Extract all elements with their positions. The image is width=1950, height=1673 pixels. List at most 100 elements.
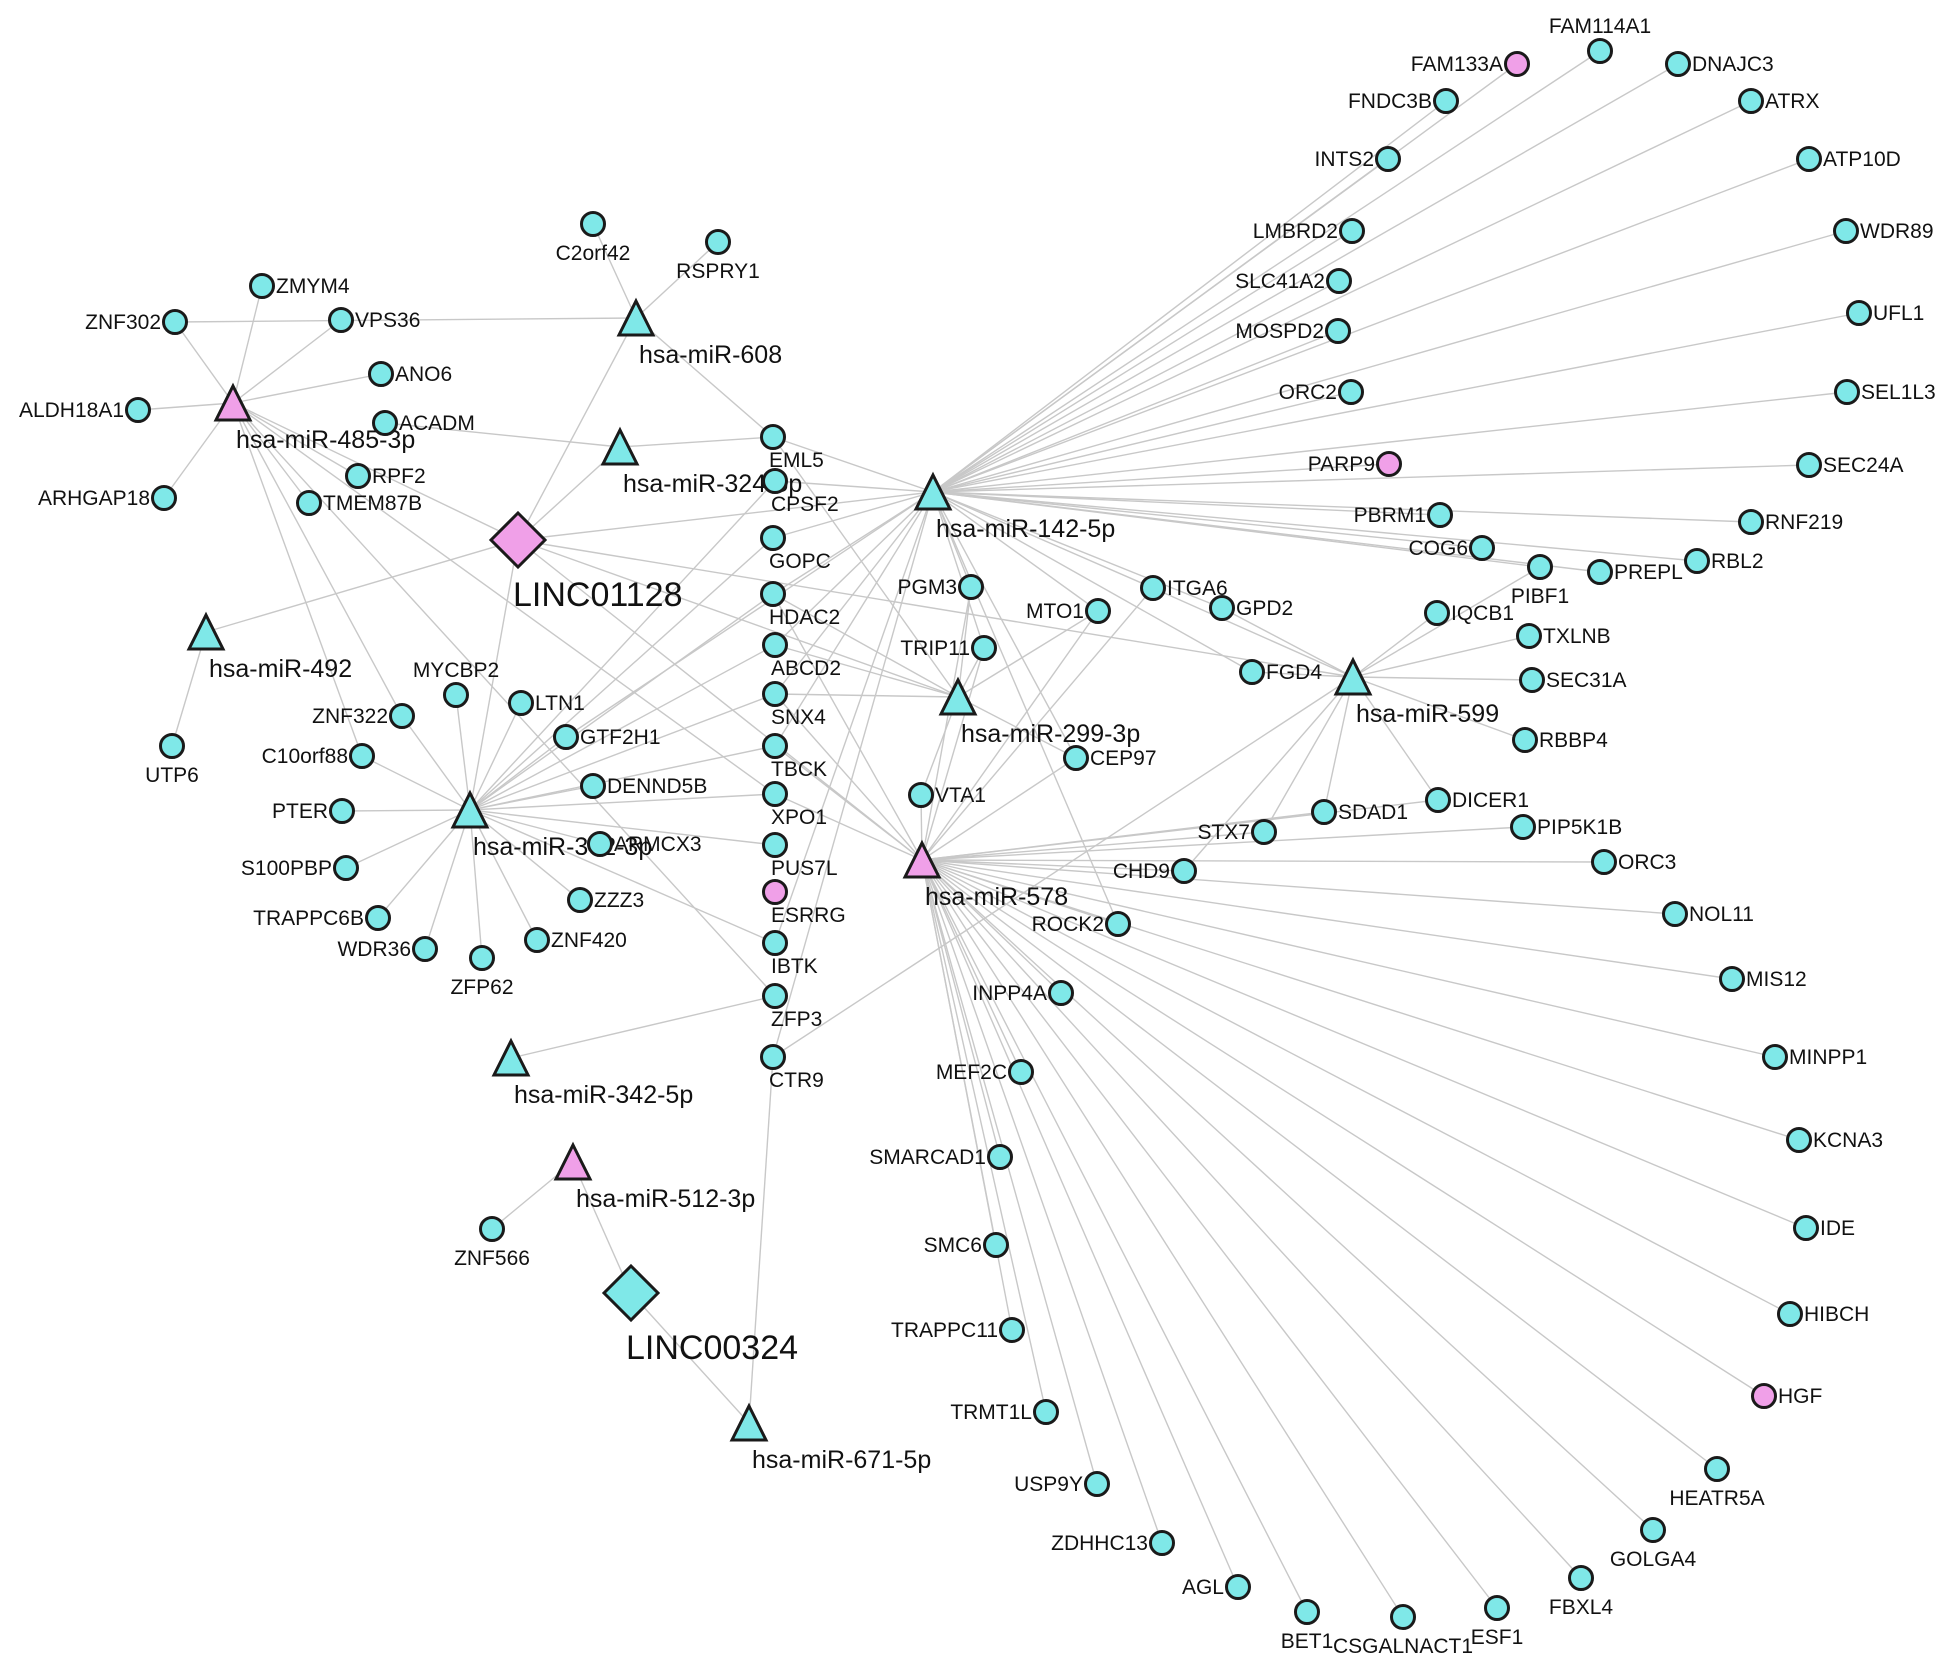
node-hibch[interactable]: HIBCH bbox=[1777, 1301, 1870, 1327]
node-golga4[interactable]: GOLGA4 bbox=[1610, 1517, 1697, 1572]
node-hsa-mir-671-5p[interactable]: hsa-miR-671-5p bbox=[729, 1402, 931, 1474]
node-iqcb1[interactable]: IQCB1 bbox=[1424, 600, 1515, 626]
node-fam133a[interactable]: FAM133A bbox=[1411, 51, 1530, 77]
node-agl[interactable]: AGL bbox=[1182, 1574, 1251, 1600]
node-minpp1[interactable]: MINPP1 bbox=[1762, 1044, 1868, 1070]
node-pip5k1b[interactable]: PIP5K1B bbox=[1510, 814, 1623, 840]
node-rnf219[interactable]: RNF219 bbox=[1738, 509, 1844, 535]
node-mospd2[interactable]: MOSPD2 bbox=[1235, 318, 1351, 344]
node-itga6[interactable]: ITGA6 bbox=[1140, 575, 1228, 601]
node-armcx3[interactable]: ARMCX3 bbox=[587, 831, 702, 857]
node-cpsf2[interactable]: CPSF2 bbox=[762, 468, 839, 517]
node-rpf2[interactable]: RPF2 bbox=[345, 463, 426, 489]
node-tbck[interactable]: TBCK bbox=[762, 733, 828, 782]
node-ints2[interactable]: INTS2 bbox=[1314, 146, 1401, 172]
node-sec24a[interactable]: SEC24A bbox=[1796, 452, 1904, 478]
node-gtf2h1[interactable]: GTF2H1 bbox=[553, 724, 661, 750]
node-rspry1[interactable]: RSPRY1 bbox=[676, 229, 760, 284]
node-stx7[interactable]: STX7 bbox=[1197, 819, 1277, 845]
node-c2orf42[interactable]: C2orf42 bbox=[556, 211, 631, 266]
node-znf420[interactable]: ZNF420 bbox=[524, 927, 627, 953]
node-xpo1[interactable]: XPO1 bbox=[762, 781, 828, 830]
node-hsa-mir-342-3p[interactable]: hsa-miR-342-3p bbox=[450, 789, 652, 861]
node-znf322[interactable]: ZNF322 bbox=[312, 703, 415, 729]
node-fgd4[interactable]: FGD4 bbox=[1239, 659, 1323, 685]
node-usp9y[interactable]: USP9Y bbox=[1014, 1471, 1110, 1497]
node-ibtk[interactable]: IBTK bbox=[762, 930, 818, 979]
node-esf1[interactable]: ESF1 bbox=[1471, 1595, 1524, 1650]
node-arhgap18[interactable]: ARHGAP18 bbox=[38, 485, 177, 511]
node-snx4[interactable]: SNX4 bbox=[762, 681, 827, 730]
node-eml5[interactable]: EML5 bbox=[760, 424, 824, 473]
node-hgf[interactable]: HGF bbox=[1751, 1383, 1823, 1409]
node-aldh18a1[interactable]: ALDH18A1 bbox=[19, 397, 151, 423]
node-trip11[interactable]: TRIP11 bbox=[900, 635, 997, 661]
node-hsa-mir-142-5p[interactable]: hsa-miR-142-5p bbox=[913, 471, 1115, 543]
node-hdac2[interactable]: HDAC2 bbox=[760, 581, 841, 630]
node-linc00324[interactable]: LINC00324 bbox=[601, 1263, 798, 1367]
node-ufl1[interactable]: UFL1 bbox=[1846, 300, 1925, 326]
node-vta1[interactable]: VTA1 bbox=[908, 782, 986, 808]
node-ltn1[interactable]: LTN1 bbox=[508, 690, 585, 716]
node-chd9[interactable]: CHD9 bbox=[1113, 858, 1197, 884]
node-cog6[interactable]: COG6 bbox=[1408, 535, 1495, 561]
node-rock2[interactable]: ROCK2 bbox=[1032, 911, 1131, 937]
node-mto1[interactable]: MTO1 bbox=[1026, 598, 1111, 624]
node-sec31a[interactable]: SEC31A bbox=[1519, 667, 1627, 693]
node-ctr9[interactable]: CTR9 bbox=[760, 1044, 824, 1093]
node-pus7l[interactable]: PUS7L bbox=[762, 832, 838, 881]
node-heatr5a[interactable]: HEATR5A bbox=[1669, 1456, 1765, 1511]
node-dennd5b[interactable]: DENND5B bbox=[580, 773, 708, 799]
node-fndc3b[interactable]: FNDC3B bbox=[1348, 88, 1459, 114]
node-ide[interactable]: IDE bbox=[1793, 1215, 1856, 1241]
node-orc3[interactable]: ORC3 bbox=[1591, 849, 1677, 875]
node-ano6[interactable]: ANO6 bbox=[368, 361, 453, 387]
node-mef2c[interactable]: MEF2C bbox=[936, 1059, 1034, 1085]
node-linc01128[interactable]: LINC01128 bbox=[488, 510, 683, 614]
node-dicer1[interactable]: DICER1 bbox=[1425, 787, 1530, 813]
node-gpd2[interactable]: GPD2 bbox=[1209, 595, 1294, 621]
node-inpp4a[interactable]: INPP4A bbox=[972, 980, 1074, 1006]
node-rbbp4[interactable]: RBBP4 bbox=[1512, 727, 1609, 753]
node-hsa-mir-512-3p[interactable]: hsa-miR-512-3p bbox=[553, 1141, 755, 1213]
node-sdad1[interactable]: SDAD1 bbox=[1311, 799, 1409, 825]
node-zfp3[interactable]: ZFP3 bbox=[762, 983, 823, 1032]
node-hsa-mir-492[interactable]: hsa-miR-492 bbox=[186, 611, 352, 683]
node-prepl[interactable]: PREPL bbox=[1587, 559, 1683, 585]
node-mis12[interactable]: MIS12 bbox=[1719, 966, 1807, 992]
node-wdr36[interactable]: WDR36 bbox=[337, 936, 438, 962]
node-kcna3[interactable]: KCNA3 bbox=[1786, 1127, 1884, 1153]
node-hsa-mir-342-5p[interactable]: hsa-miR-342-5p bbox=[491, 1037, 693, 1109]
node-cep97[interactable]: CEP97 bbox=[1063, 745, 1157, 771]
node-txlnb[interactable]: TXLNB bbox=[1516, 623, 1611, 649]
node-vps36[interactable]: VPS36 bbox=[328, 307, 421, 333]
node-trappc6b[interactable]: TRAPPC6B bbox=[253, 905, 391, 931]
node-utp6[interactable]: UTP6 bbox=[145, 733, 199, 788]
node-s100pbp[interactable]: S100PBP bbox=[241, 855, 359, 881]
node-pter[interactable]: PTER bbox=[272, 798, 355, 824]
node-bet1[interactable]: BET1 bbox=[1281, 1599, 1334, 1654]
node-znf566[interactable]: ZNF566 bbox=[454, 1216, 530, 1271]
node-hsa-mir-299-3p[interactable]: hsa-miR-299-3p bbox=[938, 676, 1140, 748]
node-gopc[interactable]: GOPC bbox=[760, 525, 831, 574]
node-hsa-mir-608[interactable]: hsa-miR-608 bbox=[616, 297, 782, 369]
node-wdr89[interactable]: WDR89 bbox=[1833, 218, 1934, 244]
node-hsa-mir-578[interactable]: hsa-miR-578 bbox=[902, 839, 1068, 911]
node-csgalnact1[interactable]: CSGALNACT1 bbox=[1333, 1604, 1473, 1659]
node-zmym4[interactable]: ZMYM4 bbox=[249, 273, 350, 299]
node-hsa-mir-599[interactable]: hsa-miR-599 bbox=[1333, 656, 1499, 728]
node-abcd2[interactable]: ABCD2 bbox=[762, 632, 842, 681]
node-zzz3[interactable]: ZZZ3 bbox=[567, 887, 645, 913]
node-zdhhc13[interactable]: ZDHHC13 bbox=[1051, 1530, 1175, 1556]
node-hsa-mir-485-3p[interactable]: hsa-miR-485-3p bbox=[213, 382, 415, 454]
node-lmbrd2[interactable]: LMBRD2 bbox=[1253, 218, 1365, 244]
node-c10orf88[interactable]: C10orf88 bbox=[262, 743, 375, 769]
node-trmt1l[interactable]: TRMT1L bbox=[950, 1399, 1059, 1425]
node-smc6[interactable]: SMC6 bbox=[924, 1232, 1009, 1258]
node-mycbp2[interactable]: MYCBP2 bbox=[413, 659, 499, 708]
node-nol11[interactable]: NOL11 bbox=[1662, 901, 1754, 927]
node-atrx[interactable]: ATRX bbox=[1738, 88, 1820, 114]
node-slc41a2[interactable]: SLC41A2 bbox=[1235, 268, 1352, 294]
node-fam114a1[interactable]: FAM114A1 bbox=[1549, 15, 1651, 64]
node-zfp62[interactable]: ZFP62 bbox=[450, 945, 514, 1000]
